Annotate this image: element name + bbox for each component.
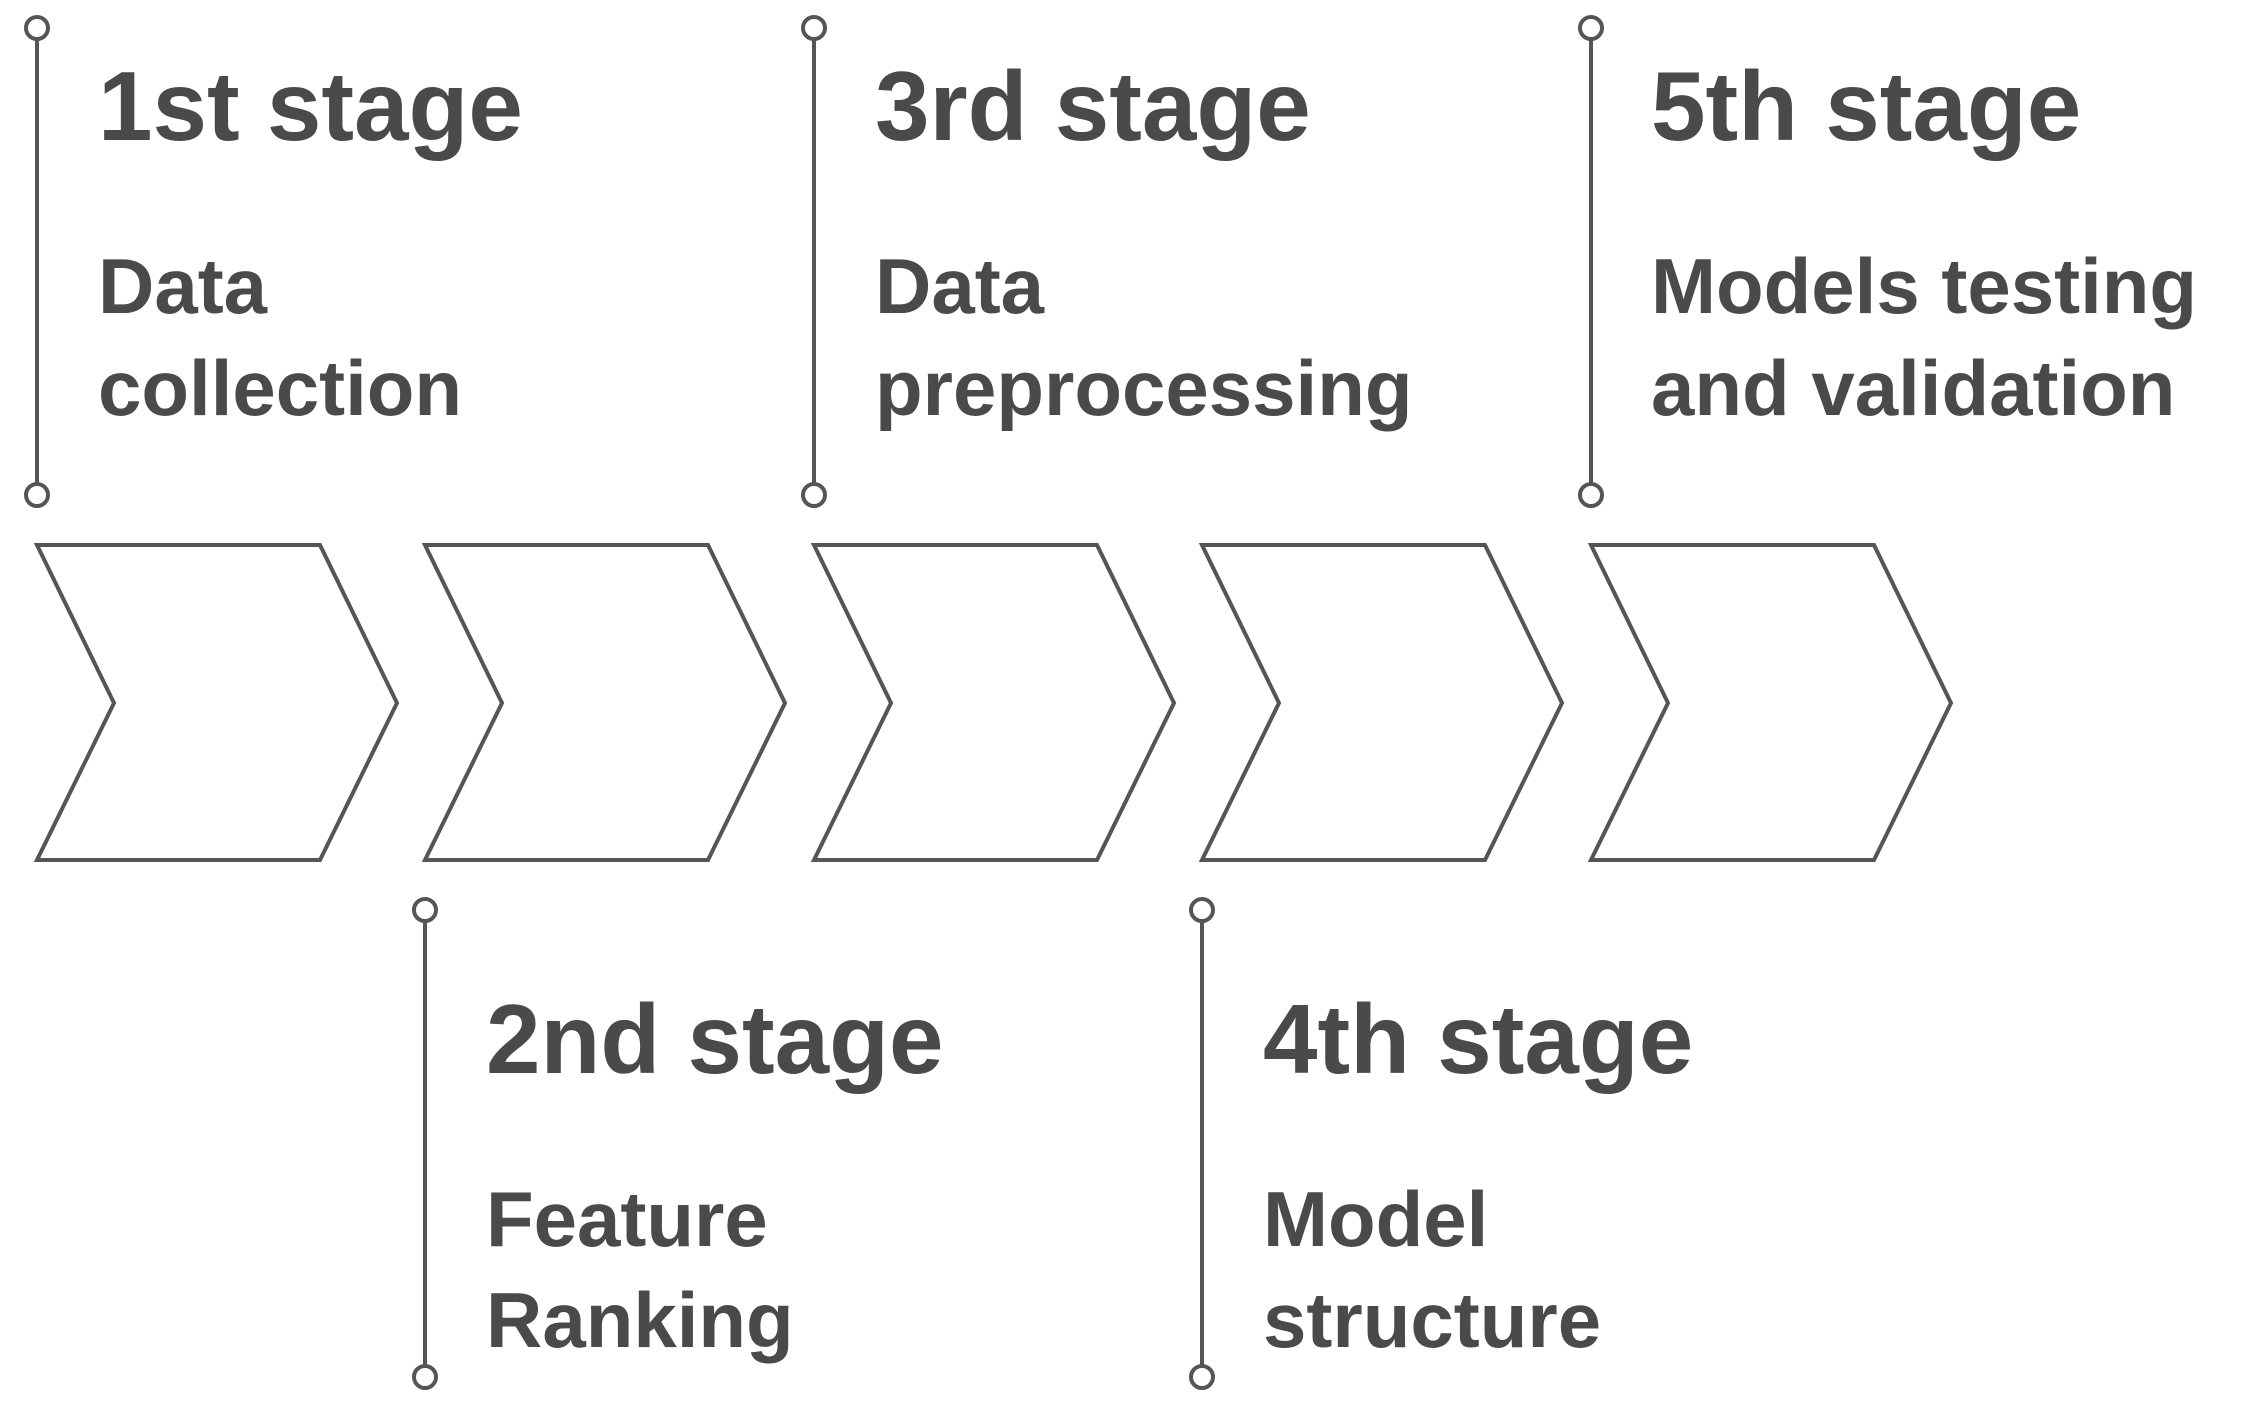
stage-3-title: 3rd stage [875,51,1311,161]
stage-5-desc-line-1: Models testing [1651,242,2197,330]
stage-1-marker [24,15,50,508]
stage-3: 3rd stage Data preprocessing [801,15,1413,508]
stage-4-title: 4th stage [1263,984,1693,1094]
stage-4-desc-line-1: Model [1263,1175,1488,1263]
chevron-1 [33,543,400,862]
chevron-4 [1198,543,1565,862]
chevron-2 [421,543,788,862]
stage-5: 5th stage Models testing and validation [1578,15,2197,508]
stage-2-desc-line-1: Feature [486,1175,768,1263]
stage-1-desc-line-2: collection [98,344,462,432]
stage-2-desc-line-2: Ranking [486,1276,794,1364]
stage-3-desc-line-1: Data [875,242,1045,330]
stage-4-desc-line-2: structure [1263,1276,1601,1364]
stage-2-title: 2nd stage [486,984,943,1094]
stage-3-marker [801,15,827,508]
stage-5-desc-line-2: and validation [1651,344,2175,432]
stage-4-marker [1189,897,1215,1390]
stage-5-marker [1578,15,1604,508]
stage-1-title: 1st stage [98,51,523,161]
stage-2: 2nd stage Feature Ranking [412,897,943,1390]
chevron-row [33,543,1954,862]
stage-4: 4th stage Model structure [1189,897,1693,1390]
stage-2-marker [412,897,438,1390]
stage-1-desc-line-1: Data [98,242,268,330]
stage-3-desc-line-2: preprocessing [875,344,1413,432]
stage-1: 1st stage Data collection [24,15,523,508]
chevron-3 [810,543,1177,862]
stage-5-title: 5th stage [1651,51,2081,161]
chevron-5 [1587,543,1954,862]
